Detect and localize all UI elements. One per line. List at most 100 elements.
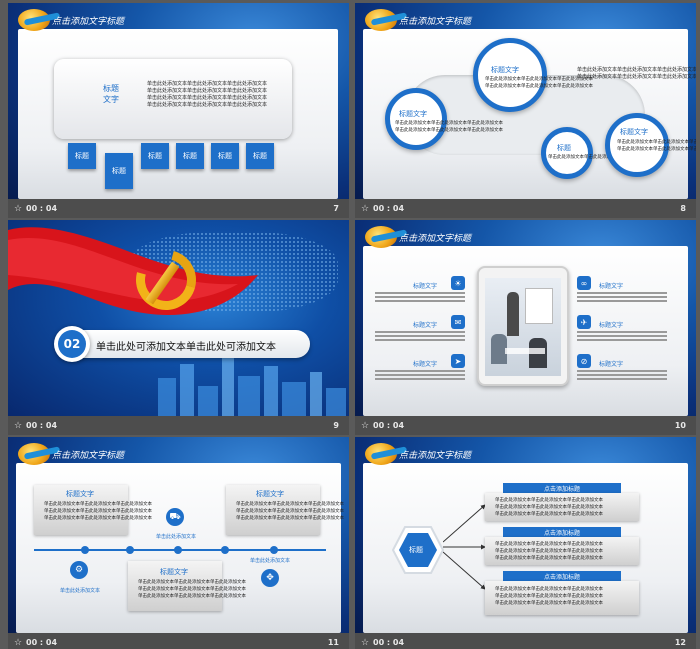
slide-canvas: 点击添加文字标题 标题文字 ☀ 标题文字 ✉ 标题文字 ➤ ∞ 标题文字 ✈ 标…	[355, 220, 696, 416]
slide-thumbnail-7[interactable]: 点击添加文字标题 标题 文字 单击此处添加文本单击此处添加文本单击此处添加文本 …	[8, 3, 349, 218]
tab-4[interactable]: 标题	[176, 143, 204, 169]
card-2-text: 单击此处添加文本单击此处添加文本单击此处添加文本	[138, 587, 246, 592]
card-3-text: 单击此处添加文本单击此处添加文本单击此处添加文本	[236, 516, 344, 521]
block-2-text: 单击此处添加文本单击此处添加文本单击此处添加文本	[495, 549, 603, 554]
red-flag-icon	[8, 227, 258, 315]
business-photo	[485, 278, 561, 376]
block-2	[485, 537, 639, 565]
tab-2[interactable]: 标题	[105, 153, 133, 189]
bubble-1	[385, 88, 447, 150]
slide-canvas: 点击添加文字标题 标题 文字 单击此处添加文本单击此处添加文本单击此处添加文本 …	[8, 3, 349, 199]
block-2-text: 单击此处添加文本单击此处添加文本单击此处添加文本	[495, 542, 603, 547]
card-title: 标题 文字	[103, 84, 119, 104]
slide-number: 7	[333, 204, 339, 213]
bubble-3	[541, 127, 593, 179]
item-text-right-2	[577, 331, 667, 343]
slide-thumbnail-10[interactable]: 点击添加文字标题 标题文字 ☀ 标题文字 ✉ 标题文字 ➤ ∞ 标题文字 ✈ 标…	[355, 220, 696, 435]
bubble-2-text: 单击此处添加文本单击此处添加文本单击此处添加文本	[485, 84, 593, 89]
star-icon: ☆	[14, 204, 23, 214]
city-skyline	[158, 355, 348, 416]
slide-canvas: 点击添加文字标题 标题文字 单击此处添加文本单击此处添加文本单击此处添加文本 单…	[8, 437, 349, 633]
card-text-1: 单击此处添加文本单击此处添加文本单击此处添加文本	[147, 81, 268, 87]
item-title-left-2: 标题文字	[413, 322, 438, 329]
card-text-2: 单击此处添加文本单击此处添加文本单击此处添加文本	[147, 88, 268, 94]
item-text-right-1	[577, 292, 667, 304]
timeline-dot	[270, 546, 278, 554]
tab-5[interactable]: 标题	[211, 143, 239, 169]
card-2-text: 单击此处添加文本单击此处添加文本单击此处添加文本	[138, 594, 246, 599]
slide-title: 点击添加文字标题	[399, 451, 472, 461]
slide-thumbnail-9[interactable]: 02 单击此处可添加文本单击此处可添加文本 ☆ 00 : 04 9	[8, 220, 349, 435]
bubble-4-text: 单击此处添加文本单击此处添加文本单击此处添加文本	[617, 140, 696, 145]
block-1-text: 单击此处添加文本单击此处添加文本单击此处添加文本	[495, 498, 603, 503]
tab-3[interactable]: 标题	[141, 143, 169, 169]
slide-thumbnail-8[interactable]: 点击添加文字标题 标题文字 单击此处添加文本单击此处添加文本单击此处添加文本 单…	[355, 3, 696, 218]
logo-globe-icon	[365, 226, 408, 248]
star-icon: ☆	[361, 638, 370, 648]
slide-canvas: 点击添加文字标题 标题 点击添加标题 单击此处添加文本单击此处添加文本单击此处添…	[355, 437, 696, 633]
bubble-1-text: 单击此处添加文本单击此处添加文本单击此处添加文本	[395, 128, 503, 133]
timeline-dot	[174, 546, 182, 554]
bubble-3-title: 标题	[557, 144, 571, 152]
slide-canvas: 02 单击此处可添加文本单击此处可添加文本	[8, 220, 349, 416]
bubble-4-text: 单击此处添加文本单击此处添加文本单击此处添加文本	[617, 147, 696, 152]
item-text-left-2	[375, 331, 465, 343]
gear-icon: ⚙	[70, 561, 88, 579]
section-number: 02	[58, 330, 86, 358]
arrow-connectors	[443, 504, 486, 590]
star-icon: ☆	[361, 204, 370, 214]
card-2-title: 标题文字	[160, 568, 188, 576]
item-title-right-1: 标题文字	[599, 283, 624, 290]
card-3-text: 单击此处添加文本单击此处添加文本单击此处添加文本	[236, 509, 344, 514]
card-text-3: 单击此处添加文本单击此处添加文本单击此处添加文本	[147, 95, 268, 101]
caption-2: 单击此处添加文本	[156, 534, 197, 540]
slide-canvas: 点击添加文字标题 标题文字 单击此处添加文本单击此处添加文本单击此处添加文本 单…	[355, 3, 696, 199]
slide-info-bar: ☆ 00 : 04 10	[355, 416, 696, 435]
bubble-4	[605, 113, 669, 177]
slide-thumbnail-11[interactable]: 点击添加文字标题 标题文字 单击此处添加文本单击此处添加文本单击此处添加文本 单…	[8, 437, 349, 649]
block-2-title: 点击添加标题	[503, 527, 621, 537]
card-2-text: 单击此处添加文本单击此处添加文本单击此处添加文本	[138, 580, 246, 585]
section-text: 单击此处可添加文本单击此处可添加文本	[96, 342, 276, 353]
send-icon: ➤	[451, 354, 465, 368]
link-icon: ∞	[577, 276, 591, 290]
slide-number: 11	[327, 638, 339, 647]
star-icon: ☆	[14, 421, 23, 431]
star-icon: ☆	[14, 638, 23, 648]
block-1-title: 点击添加标题	[503, 483, 621, 493]
item-title-right-2: 标题文字	[599, 322, 624, 329]
slide-number: 8	[680, 204, 686, 213]
timeline-card-2	[128, 561, 222, 611]
timeline-dot	[81, 546, 89, 554]
slide-info-bar: ☆ 00 : 04 7	[8, 199, 349, 218]
slide-duration: 00 : 04	[373, 204, 405, 213]
bubble-2	[473, 38, 547, 112]
star-icon: ☆	[361, 421, 370, 431]
tab-1[interactable]: 标题	[68, 143, 96, 169]
logo-globe-icon	[365, 9, 408, 31]
timeline-dot	[126, 546, 134, 554]
card-3-text: 单击此处添加文本单击此处添加文本单击此处添加文本	[236, 502, 344, 507]
slide-number: 10	[674, 421, 686, 430]
item-title-left-3: 标题文字	[413, 361, 438, 368]
block-3-text: 单击此处添加文本单击此处添加文本单击此处添加文本	[495, 587, 603, 592]
card-1-title: 标题文字	[66, 490, 94, 498]
logo-globe-icon	[18, 443, 61, 465]
bubble-2-text: 单击此处添加文本单击此处添加文本单击此处添加文本	[485, 77, 593, 82]
slide-info-bar: ☆ 00 : 04 12	[355, 633, 696, 649]
tab-6[interactable]: 标题	[246, 143, 274, 169]
slide-thumbnail-12[interactable]: 点击添加文字标题 标题 点击添加标题 单击此处添加文本单击此处添加文本单击此处添…	[355, 437, 696, 649]
timeline-card-1	[34, 485, 128, 535]
slide-title: 点击添加文字标题	[399, 234, 472, 244]
card-text-4: 单击此处添加文本单击此处添加文本单击此处添加文本	[147, 102, 268, 108]
slide-title: 点击添加文字标题	[399, 17, 472, 27]
no-sign-icon: ⊘	[577, 354, 591, 368]
bubble-1-text: 单击此处添加文本单击此处添加文本单击此处添加文本	[395, 121, 503, 126]
lightbulb-icon: ☀	[451, 276, 465, 290]
slide-duration: 00 : 04	[373, 638, 405, 647]
bubble-2-title: 标题文字	[491, 66, 519, 74]
block-2-text: 单击此处添加文本单击此处添加文本单击此处添加文本	[495, 556, 603, 561]
block-3-title: 点击添加标题	[503, 571, 621, 581]
slide-info-bar: ☆ 00 : 04 8	[355, 199, 696, 218]
item-text-right-3	[577, 370, 667, 382]
